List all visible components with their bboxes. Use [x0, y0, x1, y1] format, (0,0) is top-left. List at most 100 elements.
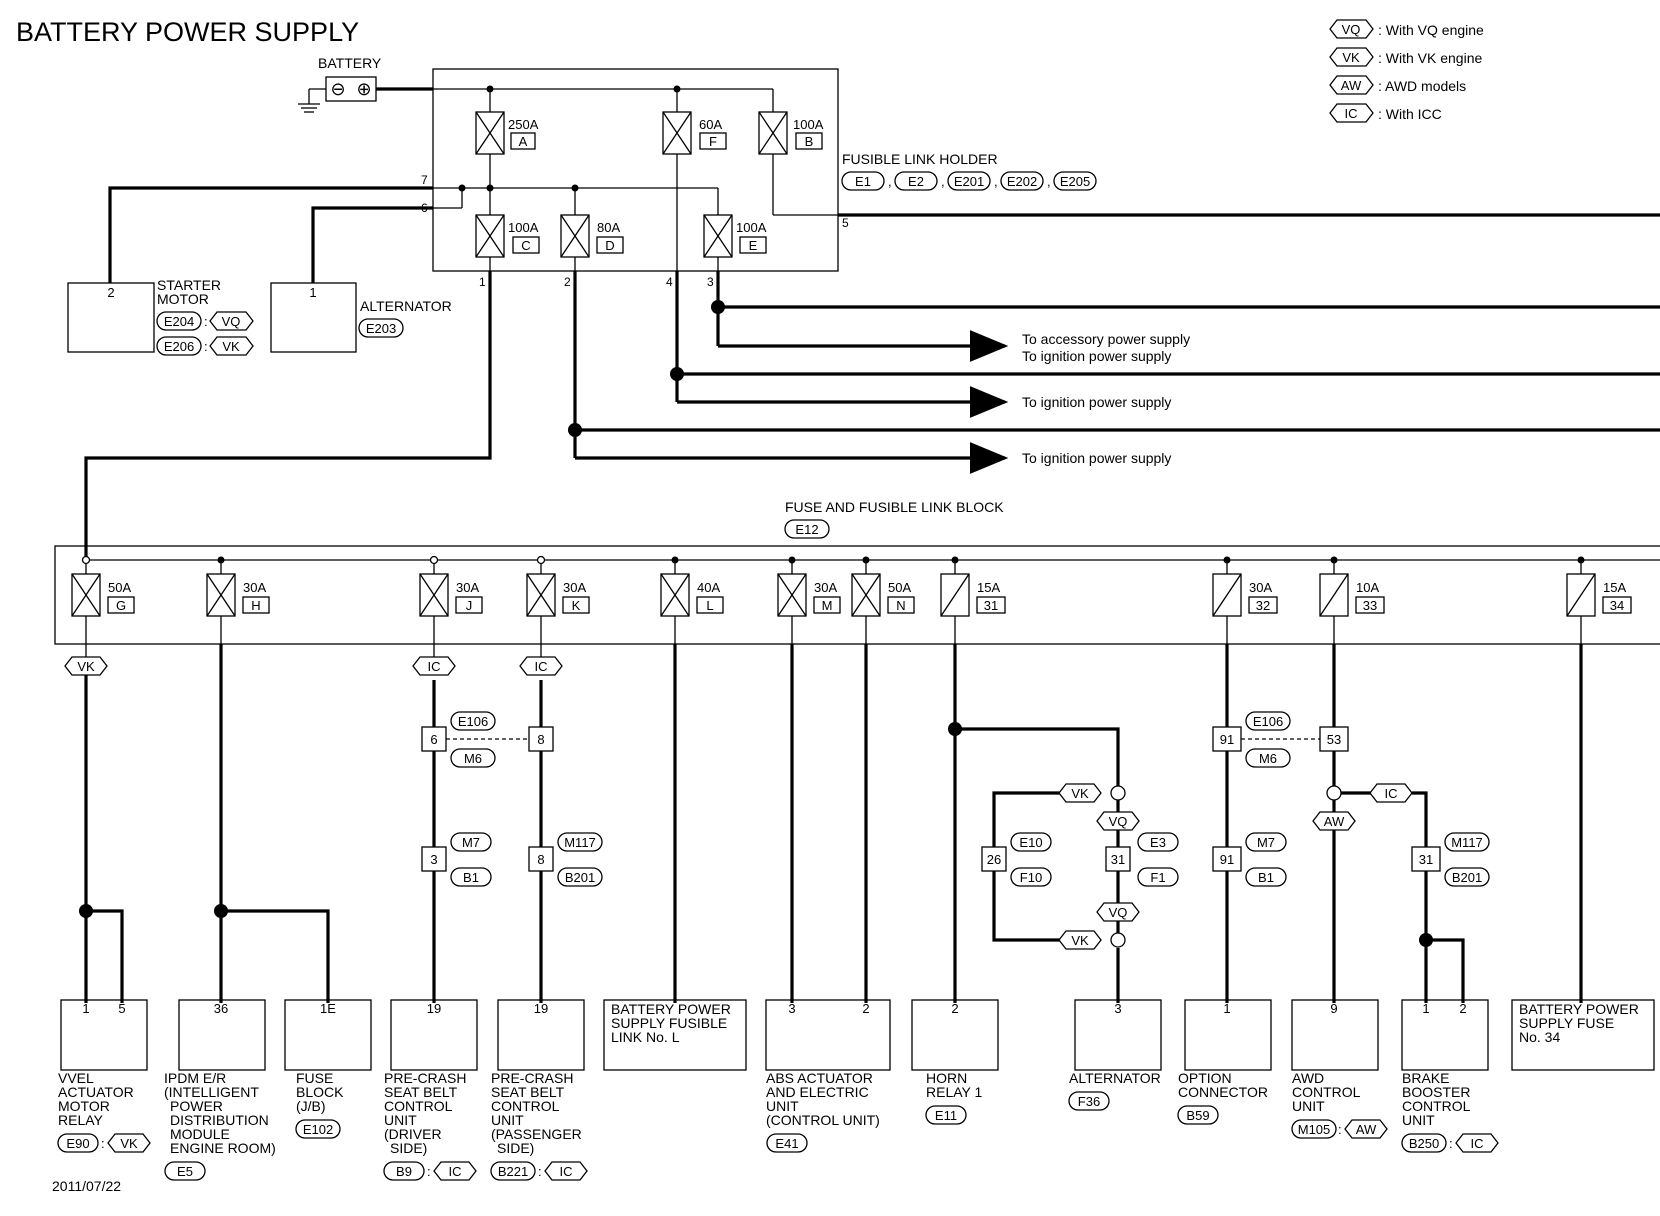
svg-text:ABS ACTUATOR: ABS ACTUATOR [766, 1070, 873, 1086]
component-ipdm: 36 IPDM E/R (INTELLIGENT POWER DISTRIBUT… [164, 999, 276, 1181]
svg-text:AND ELECTRIC: AND ELECTRIC [766, 1084, 869, 1100]
svg-text:B9: B9 [396, 1164, 412, 1179]
svg-text:5: 5 [842, 216, 849, 230]
svg-text:UNIT: UNIT [384, 1112, 417, 1128]
svg-text:7: 7 [421, 173, 428, 187]
svg-text::: : [204, 339, 208, 354]
svg-text:VVEL: VVEL [58, 1070, 94, 1086]
svg-text:5: 5 [118, 1001, 125, 1016]
svg-text:IC: IC [560, 1164, 573, 1179]
svg-text:BOOSTER: BOOSTER [1402, 1084, 1470, 1100]
svg-text:BATTERY: BATTERY [318, 55, 382, 71]
svg-text:30A: 30A [563, 580, 586, 595]
svg-text:UNIT: UNIT [1292, 1098, 1325, 1114]
svg-text:33: 33 [1363, 598, 1377, 613]
page-title: BATTERY POWER SUPPLY [16, 17, 359, 47]
svg-text::: : [204, 314, 208, 329]
svg-text:B59: B59 [1186, 1108, 1209, 1123]
arrow-label-1a: To accessory power supply [1022, 331, 1190, 347]
svg-text::: : [1449, 1136, 1453, 1151]
svg-text:15A: 15A [977, 580, 1000, 595]
component-fusible-link-l: BATTERY POWER SUPPLY FUSIBLE LINK No. L [603, 999, 747, 1071]
svg-text:E106: E106 [458, 714, 488, 729]
upper-wiring: To accessory power supply To ignition po… [84, 186, 1660, 560]
svg-text:3: 3 [1114, 1001, 1121, 1016]
svg-text:E102: E102 [303, 1122, 333, 1137]
svg-text:15A: 15A [1603, 580, 1626, 595]
svg-text:E11: E11 [935, 1108, 957, 1123]
svg-text:40A: 40A [697, 580, 720, 595]
svg-text:CONTROL: CONTROL [1402, 1098, 1471, 1114]
svg-text:VK: VK [77, 659, 95, 674]
svg-text:B1: B1 [463, 870, 479, 885]
fuse-31: 15A 31 [940, 573, 1006, 617]
svg-text:IC: IC [1471, 1136, 1484, 1151]
svg-text:31: 31 [1419, 852, 1433, 867]
fuse-m: 30A M [777, 573, 841, 617]
svg-text:30A: 30A [243, 580, 266, 595]
legend-aw: AW : AWD models [1329, 75, 1466, 95]
fuse-32: 30A 32 [1212, 573, 1278, 617]
svg-text:2: 2 [564, 275, 571, 289]
svg-text:1: 1 [479, 275, 486, 289]
svg-text:100A: 100A [508, 220, 539, 235]
svg-text:E206: E206 [164, 339, 194, 354]
svg-text:MOTOR: MOTOR [157, 291, 209, 307]
svg-text:VK: VK [1071, 786, 1089, 801]
alternator-top: 1 ALTERNATOR E203 [270, 282, 452, 353]
svg-text:E: E [749, 238, 758, 253]
fuse-j: 30A J [419, 573, 483, 617]
svg-text:BATTERY POWER: BATTERY POWER [611, 1001, 731, 1017]
svg-text:IC: IC [449, 1164, 462, 1179]
svg-text:2: 2 [862, 1001, 869, 1016]
svg-text:,: , [888, 174, 892, 189]
svg-text:UNIT: UNIT [1402, 1112, 1435, 1128]
svg-text:1: 1 [309, 285, 316, 300]
arrow-label-2: To ignition power supply [1022, 394, 1171, 410]
svg-text:FUSE: FUSE [296, 1070, 333, 1086]
svg-text:34: 34 [1610, 598, 1624, 613]
svg-text:E41: E41 [775, 1136, 798, 1151]
svg-text:B250: B250 [1409, 1136, 1439, 1151]
svg-text:B: B [805, 134, 814, 149]
component-fuse-block-jb: 1E FUSE BLOCK (J/B) E102 [284, 999, 372, 1139]
components: 1 5 VVEL ACTUATOR MOTOR RELAY E90 : VK 3… [57, 999, 1655, 1181]
svg-text:FUSE AND FUSIBLE LINK BLOCK: FUSE AND FUSIBLE LINK BLOCK [785, 499, 1004, 515]
svg-text:60A: 60A [699, 117, 722, 132]
svg-text:CONTROL: CONTROL [491, 1098, 560, 1114]
svg-text:IC: IC [1385, 786, 1398, 801]
lower-wiring [79, 555, 1585, 1003]
svg-text:M117: M117 [564, 835, 596, 850]
svg-text:FUSIBLE LINK HOLDER: FUSIBLE LINK HOLDER [842, 151, 998, 167]
svg-text:M105: M105 [1298, 1122, 1331, 1137]
svg-text:100A: 100A [736, 220, 767, 235]
svg-text:E90: E90 [66, 1136, 89, 1151]
svg-text:H: H [251, 598, 260, 613]
svg-text:VK: VK [222, 339, 240, 354]
svg-text:CONTROL: CONTROL [1292, 1084, 1361, 1100]
svg-text:PRE-CRASH: PRE-CRASH [491, 1070, 573, 1086]
svg-text:K: K [572, 598, 581, 613]
svg-text:AW: AW [1356, 1122, 1377, 1137]
component-precrash-passenger: 19 PRE-CRASH SEAT BELT CONTROL UNIT (PAS… [490, 999, 588, 1181]
fuse-g: 50A G [71, 573, 135, 617]
svg-text:3: 3 [430, 852, 437, 867]
svg-text:(CONTROL UNIT): (CONTROL UNIT) [766, 1112, 880, 1128]
svg-text:B201: B201 [1452, 870, 1482, 885]
svg-text:M7: M7 [1257, 835, 1275, 850]
svg-text:91: 91 [1220, 852, 1234, 867]
svg-text:31: 31 [1111, 852, 1125, 867]
svg-text:1: 1 [1422, 1001, 1429, 1016]
svg-text:ALTERNATOR: ALTERNATOR [360, 298, 452, 314]
date-stamp: 2011/07/22 [52, 1178, 121, 1194]
component-awd-control-unit: 9 AWD CONTROL UNIT M105 : AW [1291, 999, 1388, 1139]
fuse-h: 30A H [206, 573, 270, 617]
svg-text:1E: 1E [320, 1001, 336, 1016]
svg-text:L: L [706, 598, 713, 613]
svg-text:IC: IC [535, 659, 548, 674]
svg-text:AW: AW [1341, 78, 1362, 93]
svg-text:,: , [941, 174, 945, 189]
fuse-row: 50A G 30A H 30A J 30A K 40A [71, 573, 1632, 617]
svg-text:250A: 250A [508, 117, 539, 132]
svg-text:50A: 50A [108, 580, 131, 595]
